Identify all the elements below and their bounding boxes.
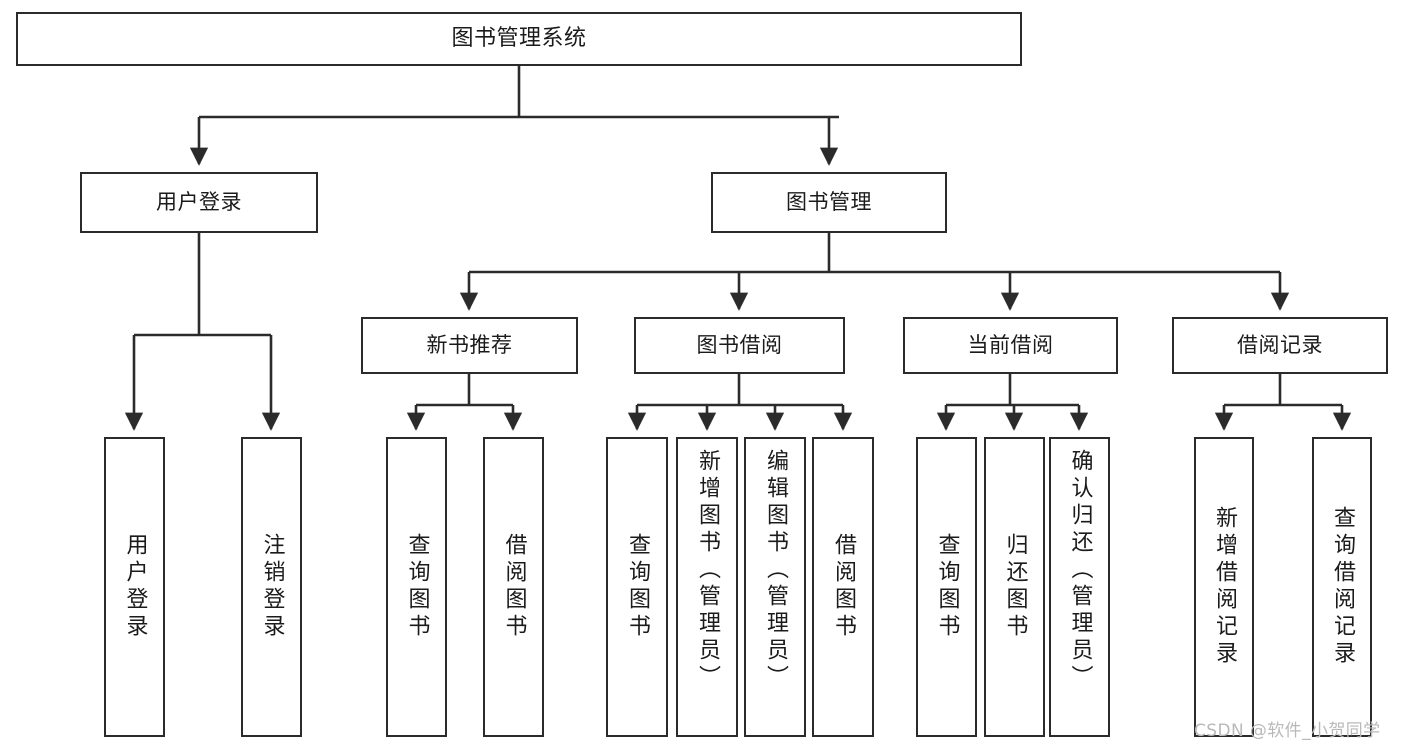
leaf-query-book-recommend[interactable]: 查询图书 <box>386 437 447 737</box>
node-current-borrow[interactable]: 当前借阅 <box>903 317 1118 374</box>
leaf-add-borrow-record-label: 新增借阅记录 <box>1212 506 1237 668</box>
node-book-borrow-label: 图书借阅 <box>696 333 783 358</box>
node-root[interactable]: 图书管理系统 <box>16 12 1022 66</box>
leaf-add-borrow-record[interactable]: 新增借阅记录 <box>1194 437 1254 737</box>
node-book-borrow[interactable]: 图书借阅 <box>634 317 845 374</box>
leaf-borrow-book[interactable]: 借阅图书 <box>812 437 874 737</box>
leaf-return-book[interactable]: 归还图书 <box>984 437 1045 737</box>
node-book-management-label: 图书管理 <box>786 190 872 215</box>
leaf-add-book-admin-label: 新增图书（管理员） <box>695 449 720 692</box>
leaf-user-login-label: 用户登录 <box>122 533 148 641</box>
leaf-confirm-return-admin-label: 确认归还（管理员） <box>1067 449 1093 692</box>
node-borrow-record[interactable]: 借阅记录 <box>1172 317 1388 374</box>
watermark: CSDN @软件_小贺同学 <box>1194 721 1381 741</box>
leaf-logout[interactable]: 注销登录 <box>241 437 302 737</box>
leaf-query-book-recommend-label: 查询图书 <box>404 533 430 641</box>
leaf-borrow-book-recommend-label: 借阅图书 <box>501 533 527 641</box>
leaf-query-book-borrow[interactable]: 查询图书 <box>606 437 668 737</box>
leaf-query-book-current-label: 查询图书 <box>934 533 960 641</box>
leaf-logout-label: 注销登录 <box>259 533 285 641</box>
node-new-book-recommend-label: 新书推荐 <box>426 333 513 358</box>
leaf-query-borrow-record-label: 查询借阅记录 <box>1330 506 1355 668</box>
leaf-query-borrow-record[interactable]: 查询借阅记录 <box>1312 437 1372 737</box>
node-book-management[interactable]: 图书管理 <box>711 172 947 233</box>
leaf-return-book-label: 归还图书 <box>1002 533 1028 641</box>
node-user-login[interactable]: 用户登录 <box>80 172 318 233</box>
leaf-query-book-borrow-label: 查询图书 <box>625 533 650 641</box>
leaf-user-login[interactable]: 用户登录 <box>104 437 165 737</box>
leaf-edit-book-admin[interactable]: 编辑图书（管理员） <box>744 437 806 737</box>
node-new-book-recommend[interactable]: 新书推荐 <box>361 317 578 374</box>
leaf-edit-book-admin-label: 编辑图书（管理员） <box>763 449 788 692</box>
node-current-borrow-label: 当前借阅 <box>967 333 1054 358</box>
leaf-borrow-book-label: 借阅图书 <box>831 533 856 641</box>
leaf-borrow-book-recommend[interactable]: 借阅图书 <box>483 437 544 737</box>
leaf-confirm-return-admin[interactable]: 确认归还（管理员） <box>1049 437 1110 737</box>
node-borrow-record-label: 借阅记录 <box>1237 333 1323 358</box>
leaf-add-book-admin[interactable]: 新增图书（管理员） <box>676 437 738 737</box>
node-user-login-label: 用户登录 <box>156 190 242 215</box>
node-root-label: 图书管理系统 <box>451 26 587 52</box>
leaf-query-book-current[interactable]: 查询图书 <box>916 437 977 737</box>
